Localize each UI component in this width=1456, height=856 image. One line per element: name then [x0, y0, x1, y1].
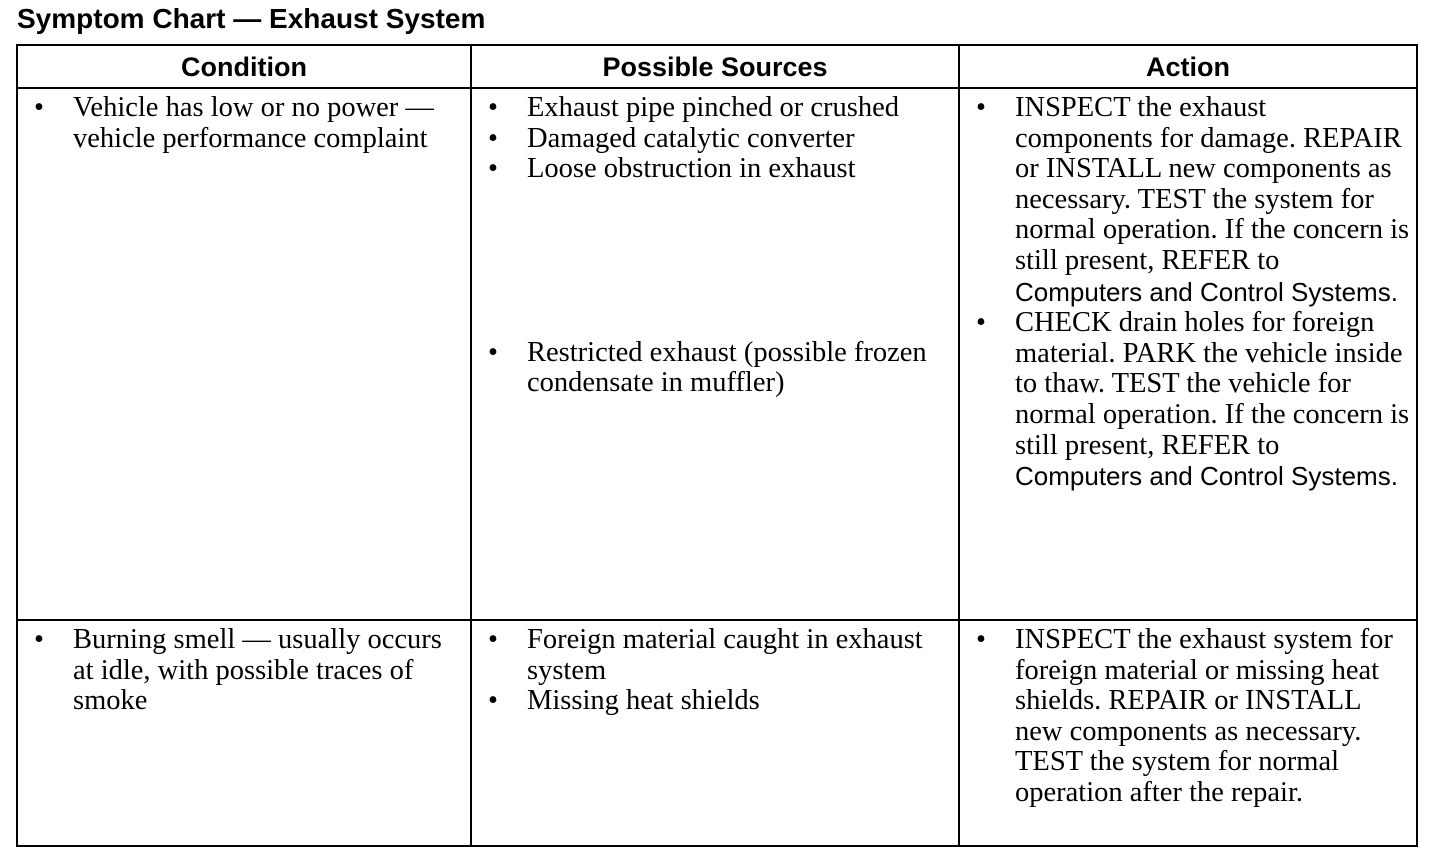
bullet-icon: • — [488, 685, 498, 717]
action-cell: • INSPECT the exhaust components for dam… — [958, 87, 1418, 621]
table-row: • Burning smell — usually occurs at idle… — [16, 619, 1418, 847]
bullet-icon: • — [488, 92, 498, 123]
action-item: • CHECK drain holes for foreign material… — [960, 307, 1416, 493]
action-text: INSPECT the exhaust system for foreign m… — [1015, 624, 1393, 808]
sources-cell: • Foreign material caught in exhaust sys… — [470, 619, 960, 847]
bullet-icon: • — [488, 624, 498, 655]
bullet-icon: • — [976, 307, 986, 339]
bullet-icon: • — [488, 153, 498, 185]
condition-cell: • Burning smell — usually occurs at idle… — [16, 619, 472, 847]
action-item: • INSPECT the exhaust system for foreign… — [960, 624, 1416, 809]
bullet-icon: • — [976, 624, 986, 655]
bullet-icon: • — [488, 336, 498, 368]
action-reference: Computers and Control Systems. — [1015, 461, 1398, 492]
table-row: • Vehicle has low or no power — vehicle … — [16, 87, 1418, 621]
source-text: Exhaust pipe pinched or crushed — [527, 92, 899, 123]
symptom-chart-table: Condition Possible Sources Action • Vehi… — [16, 44, 1418, 847]
bullet-icon: • — [976, 92, 986, 123]
source-text: Restricted exhaust (possible frozen cond… — [527, 336, 927, 399]
condition-text: Vehicle has low or no power — vehicle pe… — [73, 92, 434, 154]
source-item: • Exhaust pipe pinched or crushed — [472, 92, 958, 124]
source-item: • Missing heat shields — [472, 685, 958, 717]
condition-item: • Vehicle has low or no power — vehicle … — [18, 92, 470, 154]
source-text: Foreign material caught in exhaust syste… — [527, 624, 923, 686]
bullet-icon: • — [488, 122, 498, 154]
bullet-icon: • — [34, 624, 44, 655]
header-possible-sources: Possible Sources — [470, 44, 960, 89]
action-reference: Computers and Control Systems. — [1015, 276, 1398, 307]
header-action: Action — [958, 44, 1418, 89]
condition-item: • Burning smell — usually occurs at idle… — [18, 624, 470, 717]
action-cell: • INSPECT the exhaust system for foreign… — [958, 619, 1418, 847]
action-text: CHECK drain holes for foreign material. … — [1015, 307, 1410, 461]
action-text: INSPECT the exhaust components for damag… — [1015, 92, 1410, 276]
header-row: Condition Possible Sources Action — [16, 44, 1418, 89]
source-text: Loose obstruction in exhaust — [527, 153, 856, 185]
bullet-icon: • — [34, 92, 44, 123]
source-item: • Loose obstruction in exhaust — [472, 153, 958, 185]
source-text: Damaged catalytic converter — [527, 122, 855, 154]
condition-cell: • Vehicle has low or no power — vehicle … — [16, 87, 472, 621]
sources-cell: • Exhaust pipe pinched or crushed • Dama… — [470, 87, 960, 621]
spacer — [472, 185, 958, 338]
source-item: • Restricted exhaust (possible frozen co… — [472, 336, 958, 399]
page-title: Symptom Chart — Exhaust System — [17, 3, 486, 34]
action-item: • INSPECT the exhaust components for dam… — [960, 92, 1416, 308]
condition-text: Burning smell — usually occurs at idle, … — [73, 624, 442, 717]
header-condition: Condition — [16, 44, 472, 89]
source-item: • Damaged catalytic converter — [472, 122, 958, 155]
source-item: • Foreign material caught in exhaust sys… — [472, 624, 958, 686]
source-text: Missing heat shields — [527, 685, 760, 717]
